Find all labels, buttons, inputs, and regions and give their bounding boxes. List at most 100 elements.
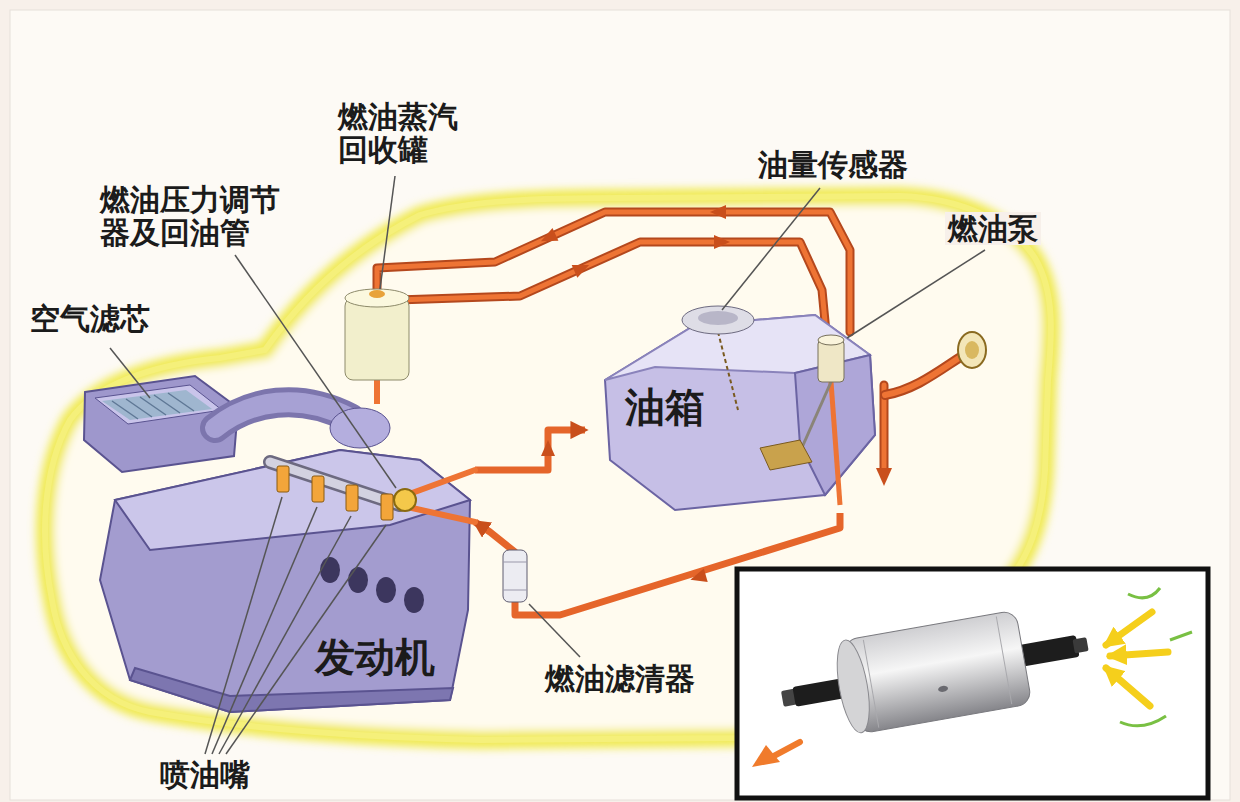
fuel-filter-photo-inset: [737, 569, 1208, 798]
illustration-part: [412, 470, 475, 493]
intake-tube: [215, 402, 390, 448]
illustration-part: [714, 235, 730, 249]
illustration-part: [270, 462, 400, 505]
illustration-part: [277, 466, 289, 492]
illustration-part: [376, 577, 396, 603]
node-shape: [605, 315, 875, 510]
fuel-rail: [270, 462, 400, 505]
fuel-pump: [818, 335, 844, 382]
part-label: 喷油嘴: [160, 758, 250, 791]
illustration-part: [885, 356, 962, 395]
label-holder: 喷油嘴: [160, 758, 250, 791]
illustration-part: [688, 569, 707, 587]
part-label: 油量传感器: [758, 148, 908, 181]
label-holder: 燃油蒸汽回收罐: [338, 100, 464, 166]
illustration-part: [45, 196, 1051, 740]
illustration-part: [205, 497, 282, 754]
illustration-part: [847, 250, 985, 338]
filler-neck: [885, 332, 986, 395]
illustration-part: [818, 335, 844, 345]
illustration-part: [538, 228, 558, 247]
cylinder-ports: [320, 557, 424, 613]
illustration-part: [818, 340, 844, 382]
illustration-part: [381, 494, 393, 520]
illustration-part: [377, 212, 850, 332]
illustration-part: [1120, 588, 1192, 726]
illustration-part: [710, 205, 726, 219]
illustration-part: [863, 640, 878, 728]
label-holder: 燃油滤清器: [545, 662, 695, 695]
illustration-part: [718, 332, 738, 410]
part-label: 燃油滤清器: [545, 662, 695, 695]
purge-pipe: [374, 380, 380, 404]
part-label: 燃油压力调节器及回油管: [100, 183, 286, 249]
illustration-part: [110, 348, 150, 398]
engine-feed-pipes: [412, 470, 475, 522]
illustration-part: [215, 402, 350, 428]
illustration-part: [938, 685, 949, 693]
node-shape: [100, 450, 470, 712]
illustration-part: [1106, 612, 1152, 645]
illustration-part: [380, 176, 395, 289]
illustration-part: [45, 196, 1051, 740]
text-holder: 油箱: [625, 385, 705, 429]
label-holder: 燃油泵: [945, 212, 1041, 245]
illustration-part: [958, 332, 986, 368]
pressure-regulator: [394, 489, 416, 511]
illustration-part: [112, 393, 194, 419]
fuel-filter-photo: [774, 599, 1096, 746]
illustration-part: [503, 590, 527, 591]
part-label: 燃油泵: [945, 212, 1041, 245]
illustration-part: [235, 255, 396, 488]
illustration-part: [219, 516, 351, 754]
injectors: [277, 466, 393, 520]
illustration-part: [1106, 612, 1168, 706]
illustration-part: [345, 298, 409, 380]
part-label: 空气滤芯: [30, 302, 150, 335]
engine-block: 发动机: [90, 430, 475, 715]
node-shape: [115, 450, 470, 550]
label-holder: 燃油压力调节器及回油管: [100, 183, 286, 249]
illustration-part: [345, 289, 409, 307]
illustration-part: [682, 306, 754, 334]
air-filter: [84, 376, 238, 472]
fuel-line: [475, 513, 840, 615]
illustration-part: [312, 476, 324, 502]
illustration-part: [377, 212, 850, 332]
illustration-part: [1017, 635, 1080, 667]
illustration-part: [84, 376, 238, 472]
illustration-part: [737, 569, 1208, 798]
tank-internals: [718, 332, 840, 505]
illustration-part: [541, 440, 555, 456]
illustration-part: [800, 382, 831, 452]
illustration-part: [572, 259, 592, 278]
illustration-part: [404, 587, 424, 613]
illustration-part: [965, 341, 979, 359]
illustration-part: [1106, 668, 1150, 706]
part-name: 油箱: [625, 385, 705, 429]
illustration-part: [95, 385, 222, 424]
illustration-part: [102, 390, 212, 420]
fuel-tank: 油箱: [585, 285, 885, 513]
text-holder: 发动机: [315, 635, 435, 679]
illustration-part: [348, 567, 368, 593]
picture-frame: [10, 10, 1230, 800]
illustration-part: [1072, 637, 1088, 653]
label-holder: 空气滤芯: [30, 302, 150, 335]
illustration-part: [722, 188, 820, 310]
illustration-part: [529, 604, 580, 657]
illustration-part: [226, 525, 386, 754]
leader-lines: [110, 176, 985, 754]
illustration-part: [330, 408, 390, 448]
illustration-part: [270, 462, 400, 505]
car-outline: [45, 196, 1051, 740]
illustration-part: [369, 290, 385, 298]
illustration-part: [503, 562, 527, 563]
illustration-part: [831, 638, 875, 735]
label-holder: 油量传感器: [758, 148, 908, 181]
part-label: 燃油蒸汽回收罐: [338, 100, 464, 166]
illustration-part: [320, 557, 340, 583]
part-name: 发动机: [315, 635, 435, 679]
connector-chevrons: [541, 440, 708, 586]
